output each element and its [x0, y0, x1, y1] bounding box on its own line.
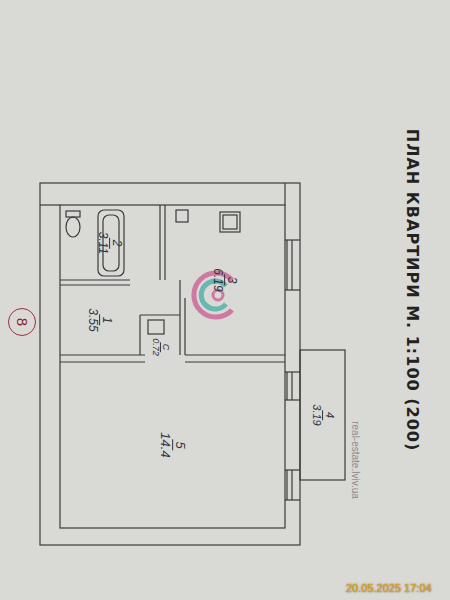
sink [176, 210, 188, 222]
toilet [66, 217, 80, 237]
outer-wall [40, 183, 300, 545]
stove [223, 215, 237, 229]
room-area: 3.55 [87, 306, 100, 333]
kitchen-room: 36.19 [165, 205, 285, 355]
room-number: 4 [322, 410, 335, 420]
plan-title: ПЛАН КВАРТИРИ М. 1:100 (200) [403, 129, 422, 452]
apartment-circle: 8 [8, 308, 36, 336]
window [285, 240, 300, 500]
room-number: 1 [100, 315, 114, 326]
room-number: 3 [225, 275, 239, 286]
room-number: 2 [110, 237, 124, 248]
room-label: 13.55 [87, 306, 113, 333]
balcony-room: 43.19 [300, 350, 345, 480]
room-area: 3.11 [97, 229, 110, 255]
room-label: С0.72 [150, 336, 170, 358]
bathroom-room: 23.11 [60, 205, 160, 280]
stove [220, 212, 240, 232]
room-area: 3.19 [310, 402, 322, 427]
room-number: С [160, 342, 170, 353]
partition [60, 355, 285, 362]
room-label: 514.4 [158, 430, 186, 459]
room-label: 43.19 [310, 402, 334, 427]
room-label: 36.19 [212, 266, 238, 293]
room-area: 6.19 [212, 266, 225, 293]
inner-wall [60, 205, 285, 528]
partition [60, 205, 185, 355]
watermark: real-estate.lviv.ua [350, 421, 361, 499]
room-number: 5 [172, 439, 187, 450]
toilet-tank [66, 211, 80, 217]
room-number: 8 [14, 316, 30, 328]
hallway-room: 13.55 [60, 285, 140, 355]
balcony-outline [300, 350, 345, 480]
room-label: 8 [14, 316, 30, 328]
cabinet [148, 320, 164, 334]
room-area: 14.4 [158, 430, 172, 459]
room-label: 23.11 [97, 229, 123, 255]
room-area: 0.72 [150, 336, 159, 358]
living-room: 514.4 [60, 362, 285, 528]
closet-room: С0.72 [140, 335, 180, 359]
closet-wall [140, 315, 180, 355]
timestamp: 20.05.2025 17:04 [346, 582, 432, 594]
